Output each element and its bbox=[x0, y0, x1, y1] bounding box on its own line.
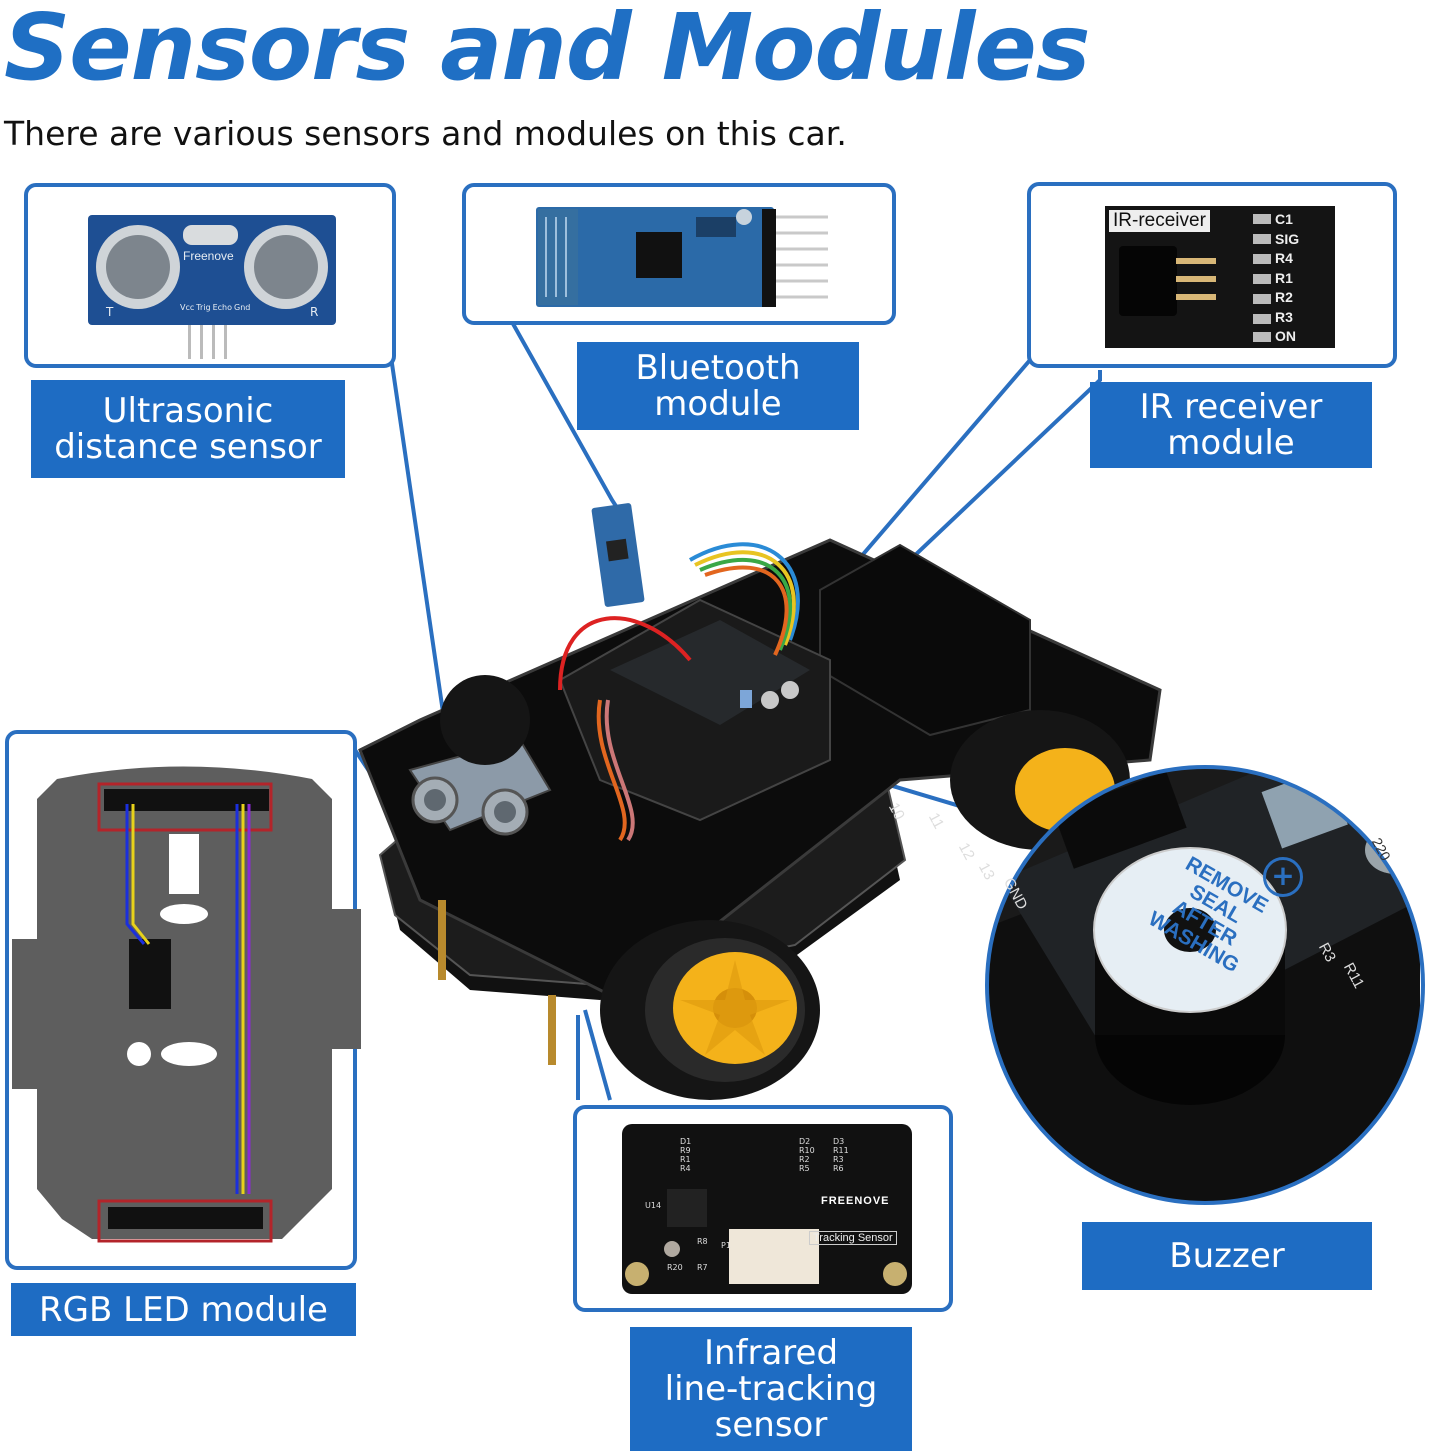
pin-label: R1 bbox=[1275, 269, 1293, 286]
tracking-brand: FREENOVE bbox=[821, 1195, 890, 1207]
ultrasonic-brand: Freenove bbox=[183, 249, 234, 263]
pin-label: R4 bbox=[1275, 250, 1293, 266]
plus-icon: + bbox=[1263, 857, 1303, 897]
silkscreen-group-2: D2 R10 R2 R5 bbox=[799, 1137, 815, 1173]
back-wheel-left bbox=[440, 675, 530, 765]
silkscreen-group-1: D1 R9 R1 R4 bbox=[680, 1137, 691, 1173]
silkscreen-label: R7 bbox=[697, 1263, 708, 1272]
front-wheel bbox=[600, 920, 820, 1100]
buzzer-label: Buzzer bbox=[1082, 1222, 1372, 1290]
ir-receiver-panel: IR-receiver C1 SIG R4 R1 R2 R3 ON bbox=[1027, 182, 1397, 368]
rgb-led-label: RGB LED module bbox=[11, 1283, 356, 1336]
silkscreen-label: R5 bbox=[799, 1164, 810, 1173]
line-tracking-label: Infrared line-tracking sensor bbox=[630, 1327, 912, 1451]
ultrasonic-label: Ultrasonic distance sensor bbox=[31, 380, 345, 478]
pin-label: C1 bbox=[1275, 211, 1293, 227]
page-subtitle: There are various sensors and modules on… bbox=[4, 114, 847, 153]
silkscreen-label: U14 bbox=[645, 1201, 662, 1210]
ultrasonic-board-image bbox=[88, 215, 336, 359]
ir-receiver-label: IR receiver module bbox=[1090, 382, 1372, 468]
pin-label: Gnd bbox=[234, 303, 251, 312]
ir-receiver-board-image bbox=[1105, 206, 1335, 348]
ir-pin-labels: C1 SIG R4 R1 R2 R3 ON bbox=[1275, 210, 1299, 347]
silkscreen-group-3: D3 R11 R3 R6 bbox=[833, 1137, 849, 1173]
line-tracking-board-image bbox=[622, 1124, 912, 1294]
pin-label: Vcc bbox=[180, 303, 195, 312]
pin-label: R3 bbox=[1275, 308, 1293, 325]
rgb-led-board-image bbox=[12, 766, 361, 1243]
car-chassis bbox=[358, 503, 1162, 1100]
silkscreen-label: R2 bbox=[799, 1155, 810, 1164]
pin-label: ON bbox=[1275, 328, 1296, 344]
pin-label: Trig bbox=[196, 303, 211, 312]
pin-label: SIG bbox=[1275, 230, 1300, 247]
silkscreen-label: R6 bbox=[833, 1164, 844, 1173]
bluetooth-board-image bbox=[536, 207, 828, 307]
tracking-board-text: Tracking Sensor bbox=[809, 1231, 897, 1245]
ir-board-text: IR-receiver bbox=[1109, 210, 1210, 232]
silkscreen-label: D2 bbox=[799, 1137, 811, 1146]
silkscreen-label: R10 bbox=[799, 1146, 815, 1155]
line-tracking-panel: FREENOVE Tracking Sensor D1 R9 R1 R4 D2 … bbox=[573, 1105, 953, 1312]
ultrasonic-panel: Freenove T R Vcc Trig Echo Gnd bbox=[24, 183, 396, 368]
silkscreen-label: R9 bbox=[680, 1146, 691, 1155]
silkscreen-label: R11 bbox=[833, 1146, 849, 1155]
page-title: Sensors and Modules bbox=[4, 0, 1091, 101]
ultrasonic-side-r: R bbox=[310, 305, 319, 319]
bluetooth-label: Bluetooth module bbox=[577, 342, 859, 430]
ultrasonic-pin-labels: Vcc Trig Echo Gnd bbox=[180, 303, 250, 312]
silkscreen-label: R3 bbox=[833, 1155, 844, 1164]
pin-label: Echo bbox=[212, 303, 233, 312]
silkscreen-label: D1 bbox=[680, 1137, 692, 1146]
rgb-led-panel bbox=[5, 730, 361, 1270]
silkscreen-label: R20 bbox=[667, 1263, 683, 1272]
silkscreen-label: R4 bbox=[680, 1164, 691, 1173]
bluetooth-panel bbox=[462, 183, 896, 325]
silkscreen-label: D3 bbox=[833, 1137, 845, 1146]
silkscreen-label: P1 bbox=[721, 1241, 731, 1250]
ultrasonic-side-t: T bbox=[106, 305, 114, 319]
silkscreen-label: R1 bbox=[680, 1155, 691, 1164]
pin-label: R2 bbox=[1275, 289, 1293, 305]
silkscreen-label: R8 bbox=[697, 1237, 708, 1246]
